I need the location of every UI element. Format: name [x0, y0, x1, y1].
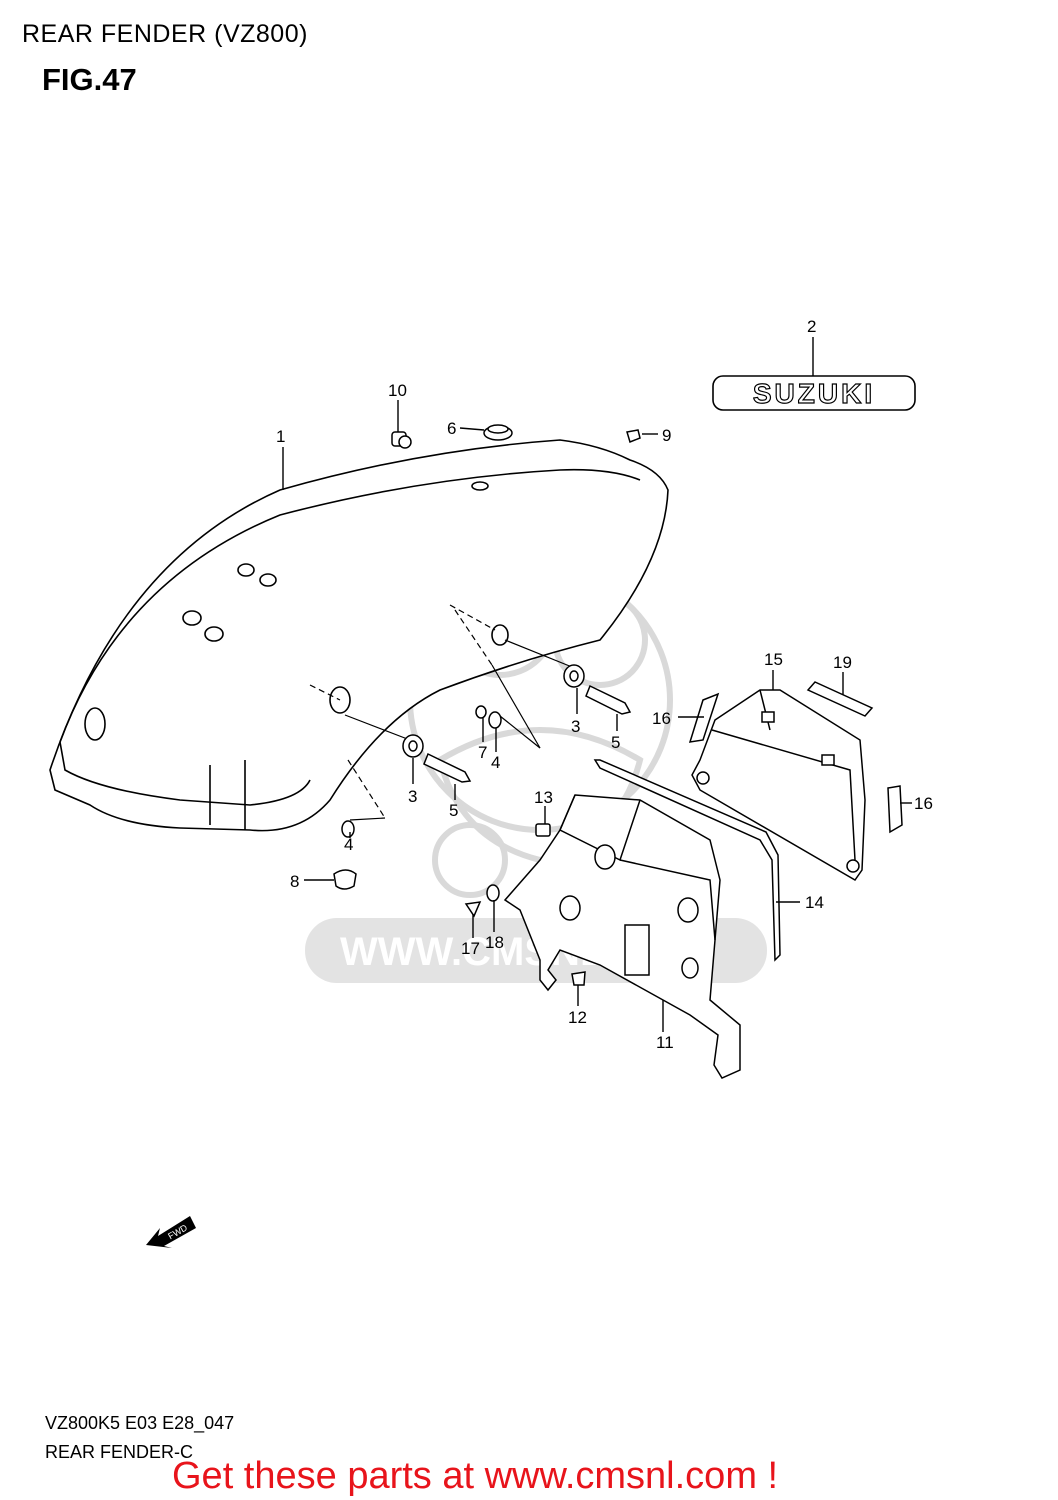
page-title: REAR FENDER (VZ800)	[22, 20, 308, 48]
washer-part-18	[486, 884, 500, 902]
screw-part-17	[464, 901, 482, 918]
callout-labels: 1 2 3 3 4 4 5 5 6 7 8 9 10 11 12 13 14 1…	[276, 317, 933, 1052]
tape-part-19	[806, 681, 874, 717]
emblem-part-2	[712, 375, 916, 411]
pad-part-16b	[887, 785, 903, 834]
callout-4a: 4	[491, 753, 500, 772]
bracket-part-11	[503, 794, 741, 1079]
callout-3b: 3	[408, 787, 417, 806]
washer-part-4b	[341, 820, 355, 838]
callout-9: 9	[662, 426, 671, 445]
washer-part-7	[475, 705, 487, 719]
callout-16a: 16	[652, 709, 671, 728]
rear-fender-part	[49, 439, 669, 832]
diagram-code: VZ800K5 E03 E28_047	[45, 1413, 235, 1433]
callout-17: 17	[461, 939, 480, 958]
bolt-part-5a	[585, 684, 632, 715]
screw-part-9	[626, 429, 641, 444]
callout-19: 19	[833, 653, 852, 672]
callout-10: 10	[388, 381, 407, 400]
callout-7: 7	[478, 743, 487, 762]
washer-part-4a	[488, 711, 502, 729]
callout-6: 6	[447, 419, 456, 438]
callout-5b: 5	[449, 801, 458, 820]
callout-5a: 5	[611, 733, 620, 752]
callout-14: 14	[805, 893, 824, 912]
clip-part-13	[535, 823, 551, 837]
assembly-lines	[344, 639, 573, 821]
strip-part-14	[593, 759, 781, 962]
assembly-dashed-lines	[309, 604, 496, 819]
callout-2: 2	[807, 317, 816, 336]
callout-18: 18	[485, 933, 504, 952]
emblem-text: SUZUKI	[753, 378, 875, 409]
figure-label: FIG.47	[42, 62, 137, 97]
promo-link[interactable]: Get these parts at www.cmsnl.com !	[172, 1455, 779, 1497]
callout-8: 8	[290, 872, 299, 891]
callout-1: 1	[276, 427, 285, 446]
callout-13: 13	[534, 788, 553, 807]
fwd-arrow-icon: FWD	[146, 1216, 196, 1248]
bolt-part-5b	[423, 752, 472, 783]
hardware-parts	[333, 424, 641, 986]
diagram-caption: REAR FENDER-C	[45, 1442, 194, 1462]
cap-part-8	[333, 869, 357, 890]
cover-part-15	[691, 689, 866, 881]
callout-16b: 16	[914, 794, 933, 813]
callout-11: 11	[656, 1033, 674, 1052]
leader-lines	[282, 337, 912, 1032]
callout-15: 15	[764, 650, 783, 669]
callout-4b: 4	[344, 835, 353, 854]
callout-3a: 3	[571, 717, 580, 736]
callout-12: 12	[568, 1008, 587, 1027]
bolt-part-12	[571, 971, 586, 986]
pad-part-16a	[688, 692, 720, 743]
